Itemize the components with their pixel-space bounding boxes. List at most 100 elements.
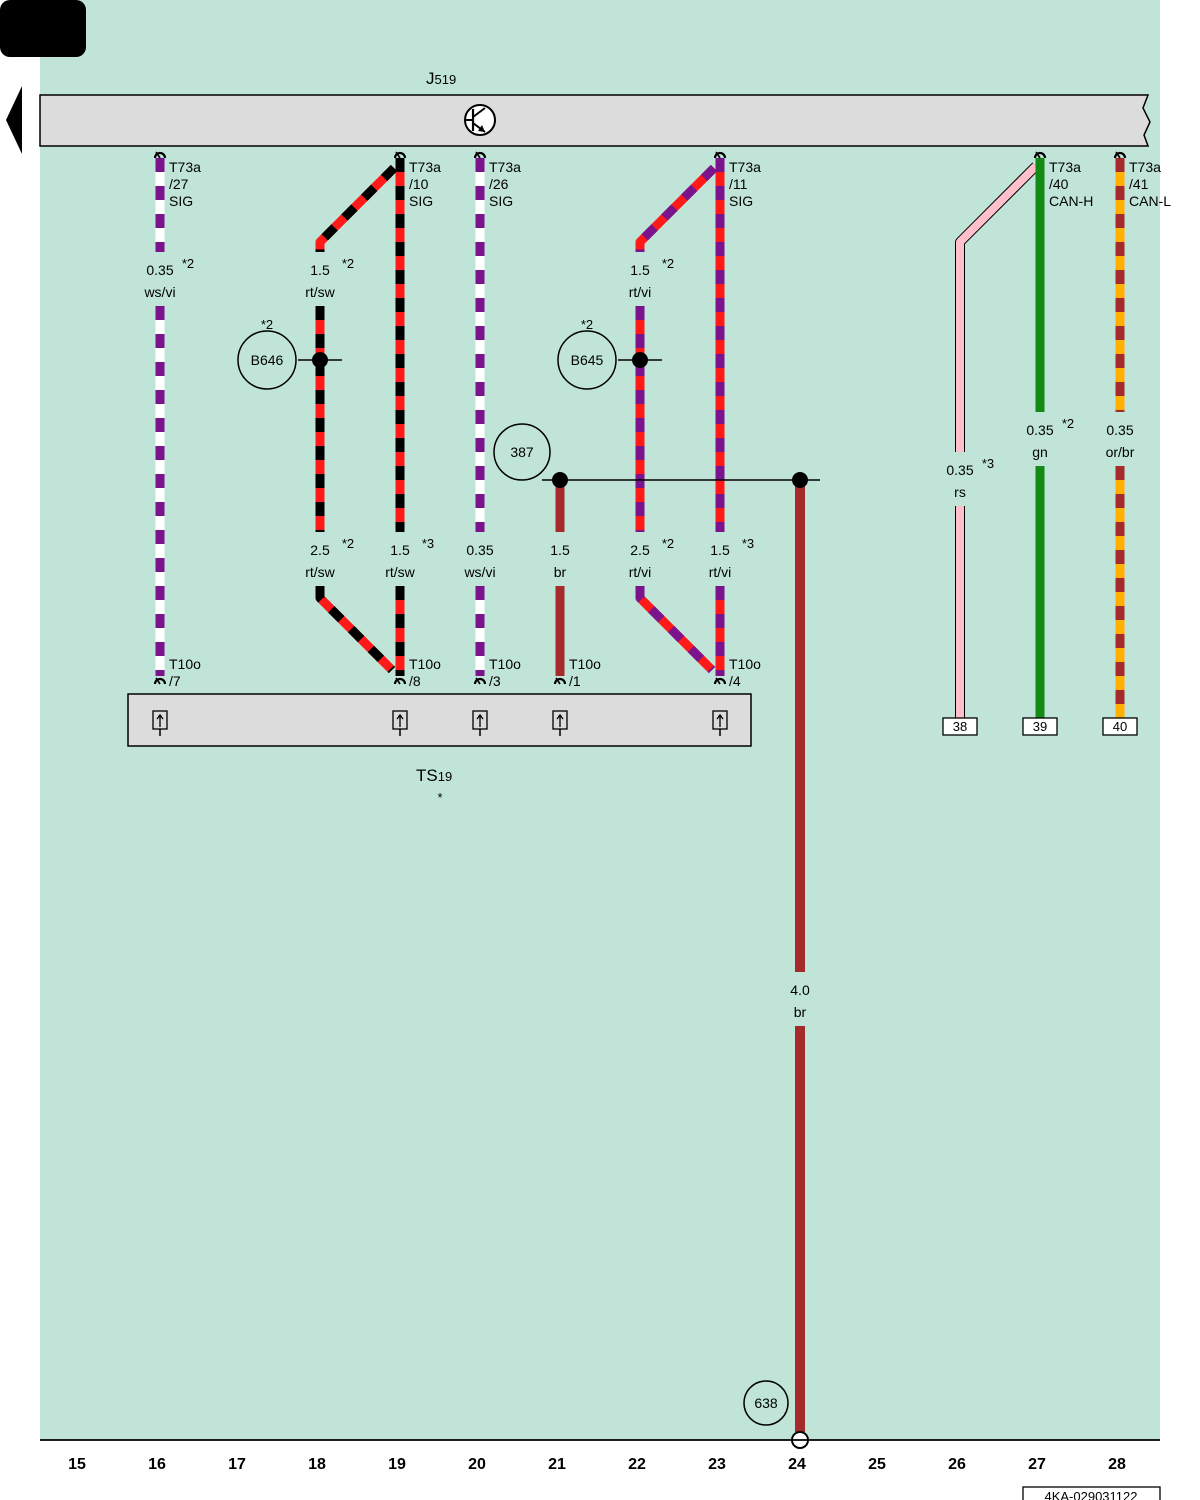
svg-text:ws/vi: ws/vi bbox=[463, 564, 495, 580]
svg-text:rt/sw: rt/sw bbox=[305, 284, 335, 300]
svg-text:or/br: or/br bbox=[1106, 444, 1135, 460]
terminal-stems bbox=[159, 729, 721, 736]
svg-text:rt/sw: rt/sw bbox=[305, 564, 335, 580]
track-number: 24 bbox=[788, 1456, 806, 1473]
track-number: 19 bbox=[388, 1456, 406, 1473]
svg-text:CAN-L: CAN-L bbox=[1129, 193, 1171, 209]
svg-text:gn: gn bbox=[1032, 444, 1048, 460]
control-unit-housing bbox=[39, 94, 1151, 147]
track-number: 23 bbox=[708, 1456, 726, 1473]
transistor-icon bbox=[464, 104, 496, 136]
track-number: 15 bbox=[68, 1456, 86, 1473]
continuation-box-39 bbox=[1022, 717, 1058, 736]
splice-b646-dot bbox=[312, 352, 328, 368]
svg-text:T73a: T73a bbox=[169, 159, 201, 175]
document-id-box bbox=[1022, 1486, 1161, 1500]
continuation-box-38 bbox=[942, 717, 978, 736]
continuation-box-40-label: 40 bbox=[1113, 719, 1127, 734]
wire-rt-sw-18-top bbox=[315, 164, 398, 252]
splice-b645-circle bbox=[557, 330, 617, 390]
pin-labels-bottom: T10o /7 T10o /8 T10o /3 T10o /1 T10o /4 bbox=[169, 656, 761, 689]
junction-dot-24 bbox=[792, 472, 808, 488]
svg-text:ws/vi: ws/vi bbox=[143, 284, 175, 300]
document-id: 4KA-029031122 bbox=[1044, 1489, 1137, 1500]
splice-b645-dot bbox=[632, 352, 648, 368]
track-number: 28 bbox=[1108, 1456, 1126, 1473]
svg-text:SIG: SIG bbox=[409, 193, 433, 209]
control-unit-label: J519 bbox=[426, 69, 456, 88]
svg-text:SIG: SIG bbox=[489, 193, 513, 209]
svg-text:*2: *2 bbox=[662, 256, 674, 271]
svg-text:T10o: T10o bbox=[409, 656, 441, 672]
svg-text:*2: *2 bbox=[1062, 416, 1074, 431]
terminal-strip-label: TS19 bbox=[416, 766, 452, 785]
svg-text:rt/vi: rt/vi bbox=[709, 564, 732, 580]
reference-387-label: 387 bbox=[510, 444, 534, 460]
wire-rt-sw-18-bottom bbox=[315, 306, 396, 674]
svg-text:/7: /7 bbox=[169, 673, 181, 689]
track-number: 22 bbox=[628, 1456, 646, 1473]
svg-text:T73a: T73a bbox=[409, 159, 441, 175]
svg-text:/26: /26 bbox=[489, 176, 509, 192]
svg-text:T10o: T10o bbox=[729, 656, 761, 672]
svg-text:rt/vi: rt/vi bbox=[629, 564, 652, 580]
svg-text:*2: *2 bbox=[662, 536, 674, 551]
track-number: 27 bbox=[1028, 1456, 1046, 1473]
splice-b645-label: B645 bbox=[571, 352, 604, 368]
wire-rt-vi-22-top bbox=[635, 164, 718, 252]
track-number: 26 bbox=[948, 1456, 966, 1473]
splice-b646-label: B646 bbox=[251, 352, 284, 368]
svg-text:/8: /8 bbox=[409, 673, 421, 689]
splice-b645-note: *2 bbox=[581, 317, 593, 332]
svg-text:1.5: 1.5 bbox=[550, 542, 570, 558]
wire-labels: 0.35 ws/vi *2 1.5 rt/sw *2 2.5 rt/sw *2 … bbox=[143, 256, 1134, 1020]
track-number: 17 bbox=[228, 1456, 246, 1473]
svg-text:/40: /40 bbox=[1049, 176, 1069, 192]
svg-text:*2: *2 bbox=[182, 256, 194, 271]
svg-text:br: br bbox=[794, 1004, 807, 1020]
svg-text:*2: *2 bbox=[342, 536, 354, 551]
track-numbers: 15 16 17 18 19 20 21 22 23 24 25 26 27 2… bbox=[68, 1456, 1126, 1473]
continuation-box-39-label: 39 bbox=[1033, 719, 1047, 734]
reference-638-circle bbox=[743, 1380, 789, 1426]
svg-text:T73a: T73a bbox=[489, 159, 521, 175]
svg-text:/27: /27 bbox=[169, 176, 189, 192]
svg-text:/3: /3 bbox=[489, 673, 501, 689]
svg-text:/4: /4 bbox=[729, 673, 741, 689]
svg-text:CAN-H: CAN-H bbox=[1049, 193, 1093, 209]
svg-text:0.35: 0.35 bbox=[466, 542, 493, 558]
svg-text:/1: /1 bbox=[569, 673, 581, 689]
svg-text:2.5: 2.5 bbox=[310, 542, 330, 558]
svg-text:*2: *2 bbox=[342, 256, 354, 271]
terminal-strip-housing bbox=[127, 693, 752, 747]
svg-text:rt/sw: rt/sw bbox=[385, 564, 415, 580]
track-number: 20 bbox=[468, 1456, 486, 1473]
svg-text:/41: /41 bbox=[1129, 176, 1149, 192]
svg-text:*3: *3 bbox=[422, 536, 434, 551]
svg-text:rt/vi: rt/vi bbox=[629, 284, 652, 300]
splice-b646-circle bbox=[237, 330, 297, 390]
svg-text:0.35: 0.35 bbox=[1106, 422, 1133, 438]
reference-387-circle bbox=[493, 423, 551, 481]
svg-text:T73a: T73a bbox=[729, 159, 761, 175]
svg-text:T10o: T10o bbox=[489, 656, 521, 672]
svg-text:0.35: 0.35 bbox=[946, 462, 973, 478]
wire-rs-26 bbox=[955, 162, 1040, 718]
continuation-box-40 bbox=[1102, 717, 1138, 736]
junction-dot-21 bbox=[552, 472, 568, 488]
track-number: 25 bbox=[868, 1456, 886, 1473]
svg-text:br: br bbox=[554, 564, 567, 580]
continuation-boxes[interactable]: 38 39 40 bbox=[942, 717, 1138, 736]
svg-text:1.5: 1.5 bbox=[630, 262, 650, 278]
svg-text:1.5: 1.5 bbox=[310, 262, 330, 278]
left-arrow-icon[interactable] bbox=[6, 86, 22, 154]
svg-text:/11: /11 bbox=[729, 176, 748, 192]
reference-638-label: 638 bbox=[754, 1395, 778, 1411]
wires bbox=[155, 158, 1125, 1432]
svg-text:SIG: SIG bbox=[169, 193, 193, 209]
svg-text:T10o: T10o bbox=[569, 656, 601, 672]
wire-rt-vi-22-bottom bbox=[635, 306, 716, 674]
svg-text:T10o: T10o bbox=[169, 656, 201, 672]
pin-labels-top: T73a /27 SIG T73a /10 SIG T73a /26 SIG T… bbox=[169, 159, 1171, 209]
